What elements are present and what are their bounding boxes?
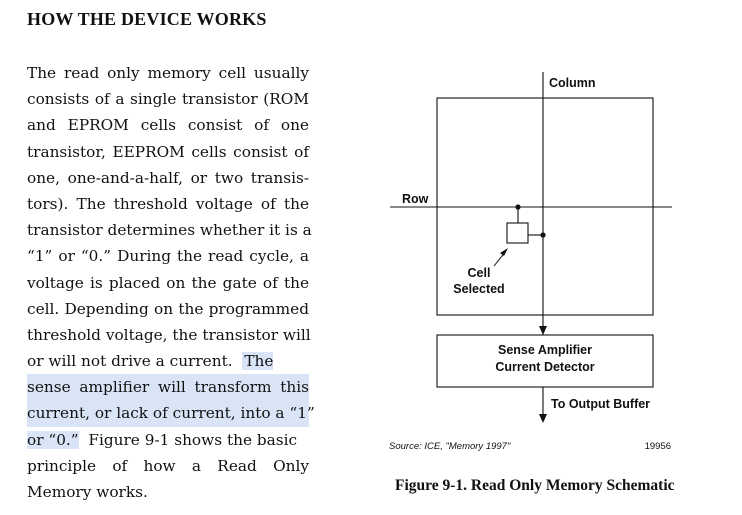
cell-label: Selected — [453, 282, 504, 296]
sense-amplifier-box — [436, 334, 654, 388]
selected-text[interactable]: or “0.” — [27, 430, 79, 449]
column-junction-dot — [540, 232, 546, 238]
body-line: or will not drive a current. The — [27, 348, 309, 374]
memory-cell — [506, 222, 529, 244]
body-line: Memory works. — [27, 483, 148, 501]
cell-label: Cell — [468, 266, 491, 280]
body-line: or “0.” Figure 9-1 shows the basic — [27, 427, 309, 453]
body-line: threshold voltage, the transistor will — [27, 325, 311, 344]
body-line: principle of how a Read Only — [27, 456, 309, 475]
selected-text[interactable]: The — [242, 352, 274, 371]
body-text-segment: Figure 9-1 shows the basic — [78, 430, 298, 449]
column-label: Column — [549, 76, 596, 90]
body-line: cell. Depending on the programmed — [27, 299, 309, 318]
body-line: sense amplifier will transform this — [27, 374, 309, 401]
figure-caption: Figure 9-1. Read Only Memory Schematic — [395, 477, 675, 494]
selected-text[interactable]: sense amplifier will transform this — [27, 374, 309, 401]
body-paragraph: The read only memory cell usually consis… — [27, 60, 315, 505]
output-arrowhead — [539, 414, 547, 423]
figure-source: Source: ICE, "Memory 1997" — [389, 441, 511, 452]
body-line: The read only memory cell usually — [27, 64, 309, 82]
figure-id: 19956 — [645, 441, 671, 452]
body-line: current, or lack of current, into a “1” — [27, 400, 315, 427]
body-line: transistor, EEPROM cells consist of — [27, 142, 309, 161]
column-arrowhead — [539, 326, 547, 335]
output-label: To Output Buffer — [551, 397, 650, 411]
selected-text[interactable]: current, or lack of current, into a “1” — [27, 400, 315, 427]
body-line: transistor determines whether it is a — [27, 221, 312, 240]
body-line: consists of a single transistor (ROM — [27, 90, 309, 109]
section-heading: HOW THE DEVICE WORKS — [27, 9, 267, 29]
cell-pointer-arrowhead — [500, 248, 508, 256]
body-text-segment: or will not drive a current. — [27, 352, 243, 371]
body-line: and EPROM cells consist of one — [27, 116, 309, 135]
body-line: “1” or “0.” During the read cycle, a — [27, 247, 309, 266]
rom-schematic: Column Row Cell Selected Sense Amplifier… — [389, 72, 672, 452]
body-line: one, one-and-a-half, or two transis- — [27, 168, 309, 187]
sense-amplifier-label: Sense Amplifier — [498, 343, 592, 357]
sense-amplifier-label: Current Detector — [495, 360, 594, 374]
body-line: voltage is placed on the gate of the — [27, 273, 309, 292]
body-line: tors). The threshold voltage of the — [27, 194, 309, 213]
row-label: Row — [402, 192, 429, 206]
